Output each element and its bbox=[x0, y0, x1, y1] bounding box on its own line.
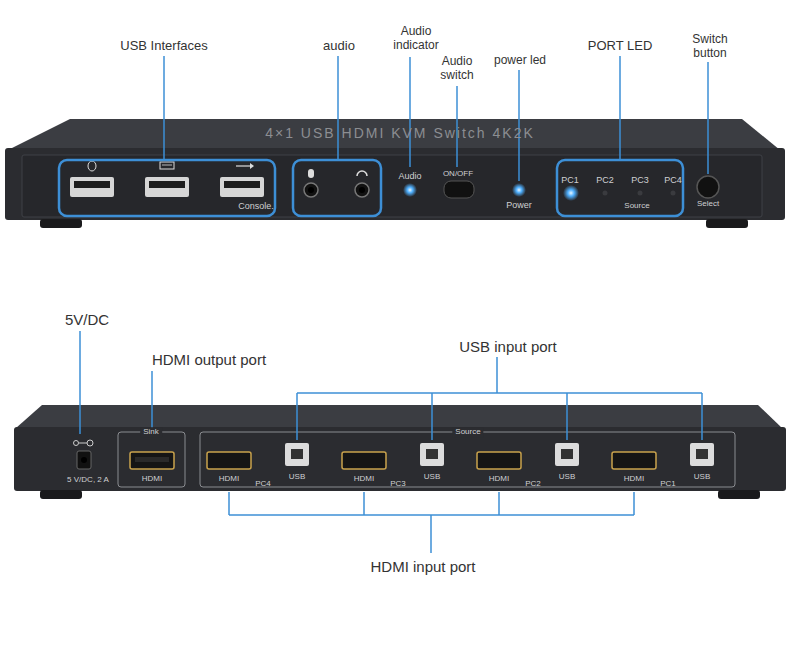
panel-text: Console. bbox=[238, 201, 274, 212]
panel-text: HDMI bbox=[354, 474, 374, 484]
panel-text: Select bbox=[697, 199, 719, 209]
panel-text: Sink bbox=[140, 427, 162, 437]
panel-text: USB bbox=[559, 472, 575, 482]
front-device bbox=[5, 119, 785, 228]
panel-text: 5 V/DC, 2 A bbox=[67, 475, 109, 485]
callout-label: audio bbox=[323, 38, 355, 54]
callout-label: Switch button bbox=[684, 32, 736, 61]
callout-label: USB Interfaces bbox=[120, 38, 207, 54]
panel-text: Audio bbox=[398, 171, 421, 182]
callout-label: power led bbox=[494, 53, 546, 67]
panel-text: Source bbox=[624, 201, 649, 211]
panel-text: ON/OFF bbox=[443, 169, 473, 179]
callout-label: USB input port bbox=[459, 338, 557, 356]
callout-label: HDMI output port bbox=[152, 351, 266, 369]
callout-label: 5V/DC bbox=[65, 311, 109, 329]
panel-text: Source bbox=[452, 427, 483, 437]
panel-text: HDMI bbox=[489, 474, 509, 484]
panel-text: PC4 bbox=[255, 479, 271, 489]
back-device bbox=[14, 405, 786, 499]
callout-label: PORT LED bbox=[588, 38, 653, 54]
callout-label: HDMI input port bbox=[370, 558, 475, 576]
panel-text: HDMI bbox=[624, 474, 644, 484]
panel-text: PC4 bbox=[664, 175, 682, 186]
bracket-line bbox=[80, 331, 702, 553]
callout-label: Audio indicator bbox=[385, 24, 447, 53]
device-title: 4×1 USB HDMI KVM Switch 4K2K bbox=[265, 125, 535, 142]
callout-label: Audio switch bbox=[431, 54, 483, 83]
panel-text: PC3 bbox=[390, 479, 406, 489]
panel-text: USB bbox=[424, 472, 440, 482]
panel-text: PC1 bbox=[660, 479, 676, 489]
panel-text: PC2 bbox=[596, 175, 614, 186]
panel-text: PC3 bbox=[631, 175, 649, 186]
panel-text: Power bbox=[506, 200, 532, 211]
panel-text: USB bbox=[694, 472, 710, 482]
panel-text: PC1 bbox=[561, 175, 579, 186]
panel-text: HDMI bbox=[219, 474, 239, 484]
leader-line bbox=[164, 56, 708, 181]
panel-text: HDMI bbox=[142, 474, 162, 484]
panel-text: USB bbox=[289, 472, 305, 482]
panel-text: PC2 bbox=[525, 479, 541, 489]
highlight-box bbox=[59, 160, 683, 216]
